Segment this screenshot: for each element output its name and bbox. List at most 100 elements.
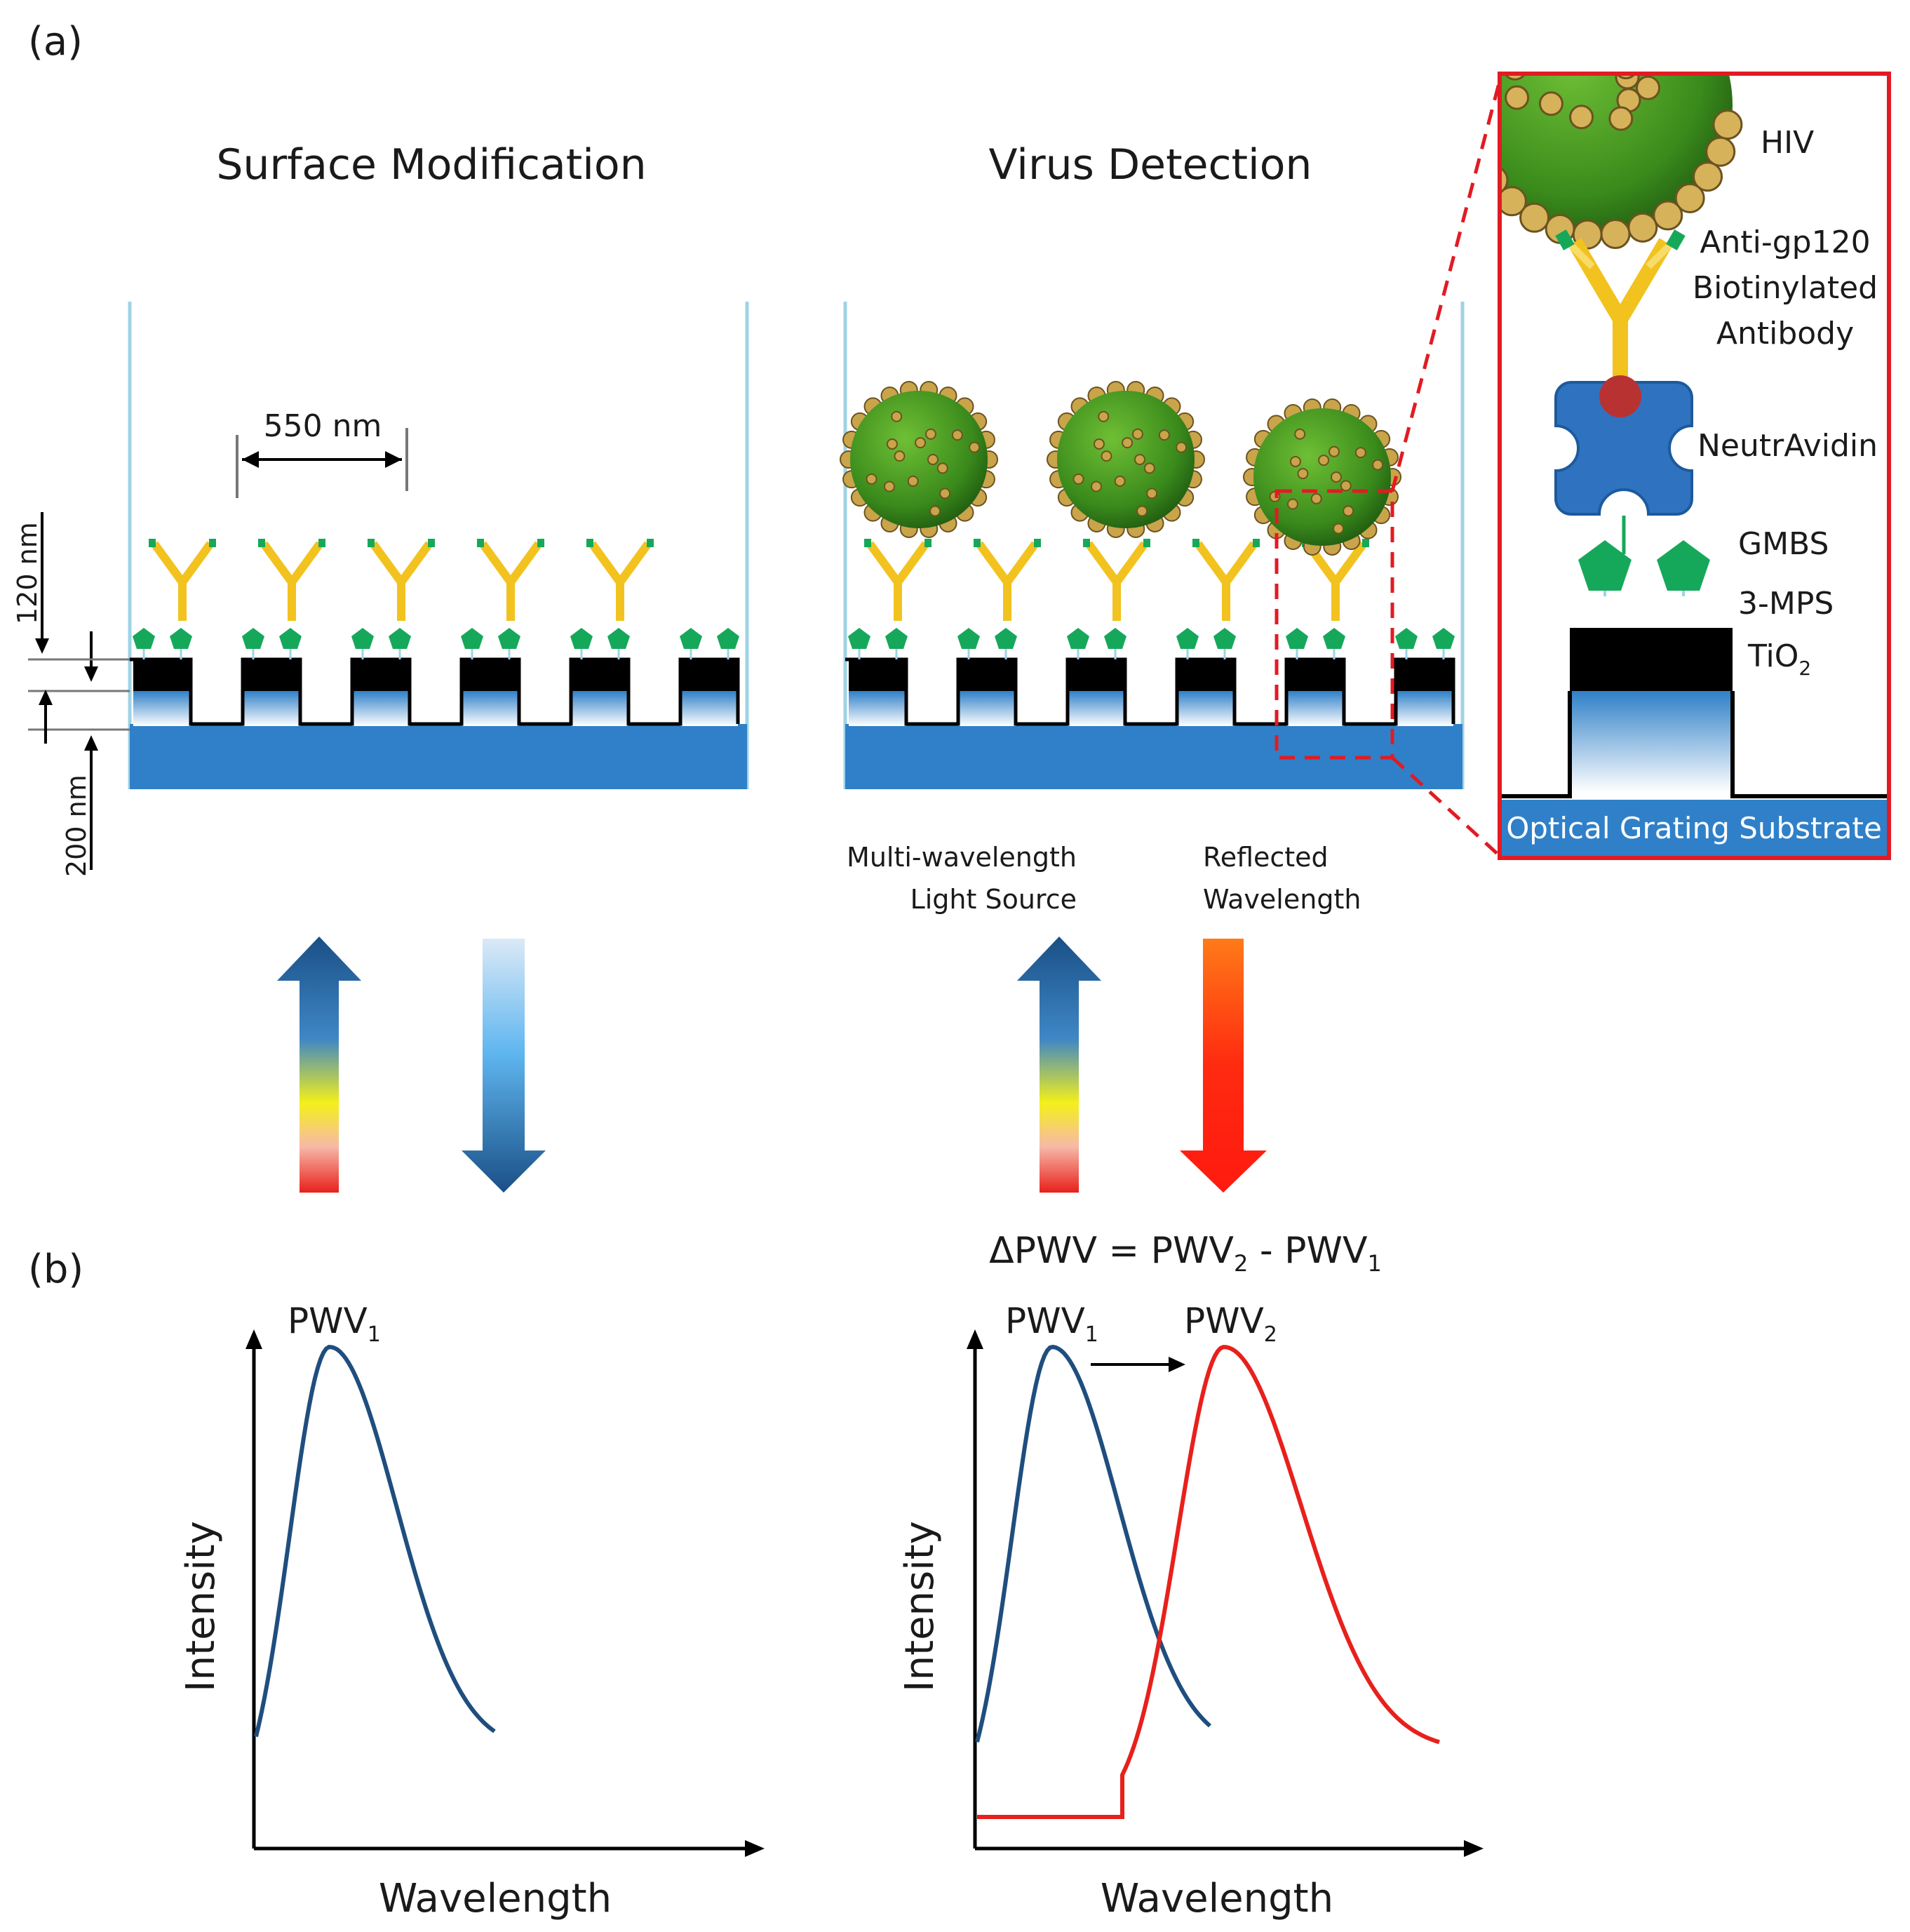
tio2-cap (1177, 659, 1235, 691)
grating-pillar (1177, 691, 1235, 726)
inset-panel: HIV Anti-gp120 Biotinylated Antibody Neu… (1455, 5, 1891, 860)
right-sensor (840, 80, 1502, 857)
hiv-spike (1505, 76, 1525, 81)
hiv-spike (1505, 85, 1530, 110)
delta-pwv-equation: ΔPWV = PWV2 - PWV1 (989, 1230, 1382, 1277)
hiv-spike (1538, 91, 1563, 116)
grating-pillar (243, 691, 300, 726)
linker (1432, 628, 1455, 649)
virus-particles (840, 381, 1401, 556)
hiv-spike (1460, 60, 1488, 88)
incident-light-arrow-left (277, 937, 361, 1193)
hiv-spike (1627, 212, 1658, 243)
spectrum-curve-pwv1 (975, 1344, 1212, 1743)
linker (885, 628, 908, 649)
hiv-spike (1466, 142, 1494, 170)
linker (242, 628, 264, 649)
inset-antibody (1555, 229, 1686, 379)
antibody-layer (864, 539, 1369, 621)
label-antibody-line1: Anti-gp120 (1700, 224, 1870, 260)
antibody (149, 539, 216, 621)
linker (570, 628, 593, 649)
linker (1395, 628, 1418, 649)
grating-pillar (1068, 691, 1125, 726)
grating-pillar (352, 691, 410, 726)
hiv-spike (1636, 76, 1661, 100)
hiv-spike (1455, 87, 1484, 115)
tio2-cap (571, 659, 628, 691)
label-light-source-line2: Light Source (910, 884, 1077, 915)
linker (1323, 628, 1345, 649)
incident-light-arrow-right (1017, 937, 1101, 1193)
title-surface-modification: Surface Modification (216, 140, 646, 189)
plot-right: PWV1 PWV2 Wavelength Intensity (897, 1301, 1484, 1921)
panel-label-a: (a) (28, 19, 83, 65)
grating-pillars (130, 657, 740, 726)
spectrum-curve-pwv2 (977, 1345, 1440, 1819)
x-axis-label: Wavelength (1101, 1876, 1333, 1921)
linker (680, 628, 702, 649)
label-reflected-line1: Reflected (1203, 842, 1329, 873)
label-light-source-line1: Multi-wavelength (847, 842, 1077, 873)
tio2-cap (958, 659, 1016, 691)
height-label-120nm: 120 nm (12, 522, 43, 624)
linker (170, 628, 192, 649)
left-sensor: 550 nm 120 nm 200 nm (12, 302, 749, 877)
hiv-spike (1608, 106, 1634, 131)
hiv-spike (1502, 186, 1527, 217)
reflected-light-arrow-right (1180, 939, 1267, 1193)
hiv-spike (1705, 136, 1736, 167)
label-3-mps: 3-MPS (1738, 586, 1834, 622)
linker (848, 628, 870, 649)
y-axis-label: Intensity (897, 1521, 943, 1692)
label-tio2: TiO2 (1747, 638, 1811, 680)
label-antibody-line2: Biotinylated (1693, 270, 1878, 306)
linker (717, 628, 739, 649)
grating-pillar (133, 691, 191, 726)
grating-pillar (680, 691, 738, 726)
period-label: 550 nm (264, 408, 382, 444)
grating-pillar (1396, 691, 1453, 726)
inset-linkers (1578, 516, 1710, 596)
grating-profile (845, 657, 1455, 726)
antibody (974, 539, 1041, 621)
label-optical-grating-substrate: Optical Grating Substrate (1506, 811, 1882, 845)
hiv-spike (1539, 10, 1561, 32)
tio2-cap (680, 659, 738, 691)
peak-label-pwv1: PWV1 (288, 1301, 381, 1347)
linker (389, 628, 411, 649)
tio2-cap (243, 659, 300, 691)
reflected-light-arrow-left (462, 939, 546, 1193)
hiv-spike (1653, 200, 1683, 231)
label-gmbs: GMBS (1738, 526, 1829, 562)
hiv-spike (1603, 47, 1625, 69)
linker (1286, 628, 1308, 649)
antibody (1083, 539, 1150, 621)
tio2-cap (1396, 659, 1453, 691)
hiv-spike (1597, 5, 1620, 27)
grating-pillar (958, 691, 1016, 726)
spectrum-curve-pwv1 (254, 1345, 496, 1738)
linker (133, 628, 155, 649)
tio2-cap (1068, 659, 1125, 691)
inset-grating (1502, 628, 1887, 856)
hiv-spike (1693, 161, 1723, 192)
virus-particle (840, 381, 998, 538)
antibody (586, 539, 654, 621)
virus-particle (1047, 381, 1205, 538)
x-axis-label: Wavelength (379, 1876, 612, 1921)
grating-substrate (130, 724, 747, 789)
tio2-cap (1286, 659, 1344, 691)
tio2-cap (352, 659, 410, 691)
peak-label-pwv1: PWV1 (1005, 1301, 1098, 1347)
y-axis-label: Intensity (178, 1521, 224, 1692)
linker (279, 628, 302, 649)
tio2-cap (462, 659, 519, 691)
hiv-spike (1458, 115, 1486, 143)
linker (1104, 628, 1127, 649)
linker (461, 628, 483, 649)
antibody (477, 539, 544, 621)
linker (995, 628, 1017, 649)
panel-label-b: (b) (28, 1247, 83, 1292)
height-label-200nm: 200 nm (61, 774, 92, 877)
